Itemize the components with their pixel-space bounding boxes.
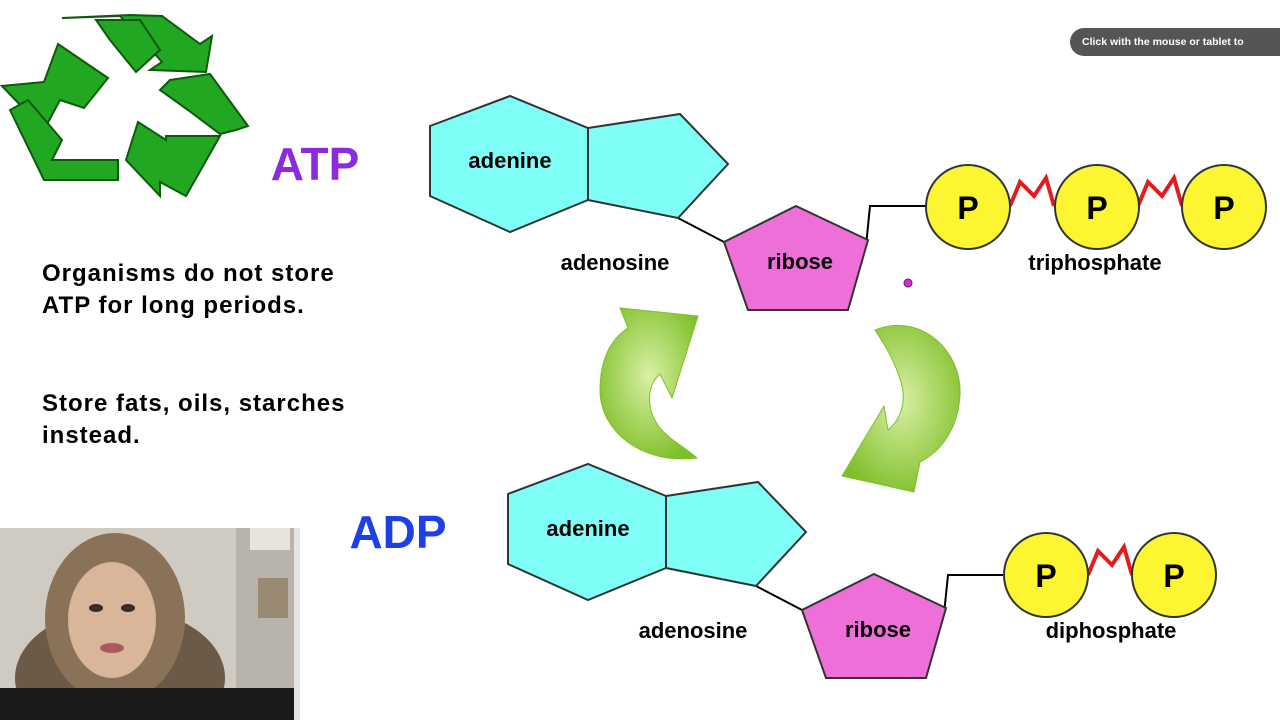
cycle-arrow-down (841, 324, 961, 493)
adp-phosphate-1 (1003, 532, 1089, 618)
atp-phosphate-2-label: P (1086, 190, 1107, 226)
adp-bond-1 (1086, 542, 1134, 576)
atp-phosphate-1 (925, 164, 1011, 250)
adp-title: ADP (349, 506, 446, 558)
adp-diphosphate-label: diphosphate (1046, 618, 1177, 643)
atp-adenine-pentagon (587, 112, 730, 220)
adp-adenosine-label: adenosine (639, 618, 748, 643)
adp-adenine-label: adenine (546, 516, 629, 541)
atp-phosphate-3 (1181, 164, 1267, 250)
atp-triphosphate-label: triphosphate (1028, 250, 1161, 275)
atp-phosphate-1-label: P (957, 190, 978, 226)
atp-phosphate-3-label: P (1213, 190, 1234, 226)
adp-phosphate-2-label: P (1163, 558, 1184, 594)
click-hint-tooltip[interactable]: Click with the mouse or tablet to (1070, 28, 1280, 56)
adp-adenine-pentagon (665, 480, 808, 588)
adp-molecule: P P adenine adenosine ribose diphosphate (507, 462, 1217, 679)
adp-ribose-label: ribose (845, 617, 911, 642)
atp-adenosine-label: adenosine (561, 250, 670, 275)
atp-phosphate-2 (1054, 164, 1140, 250)
cycle-arrow-up (599, 307, 699, 460)
atp-bond-2 (1136, 173, 1184, 207)
adp-phosphate-2 (1131, 532, 1217, 618)
atp-adenine-label: adenine (468, 148, 551, 173)
atp-bond-1 (1008, 173, 1056, 207)
webcam-overlay (0, 528, 300, 720)
note-alternatives: Store fats, oils, starches instead. (42, 390, 346, 449)
atp-molecule: P P P adenine adenosine ribose triphosph… (429, 94, 1267, 311)
presenter-video-icon (0, 528, 300, 720)
atp-ribose-label: ribose (767, 249, 833, 274)
recycle-icon (0, 13, 250, 199)
adp-phosphate-1-label: P (1035, 558, 1056, 594)
note-storage: Organisms do not store ATP for long peri… (42, 260, 335, 319)
atp-title: ATP (271, 138, 360, 190)
cursor-dot (903, 278, 913, 288)
adp-ribose-pentagon (800, 572, 948, 679)
atp-ribose-pentagon (722, 204, 870, 311)
